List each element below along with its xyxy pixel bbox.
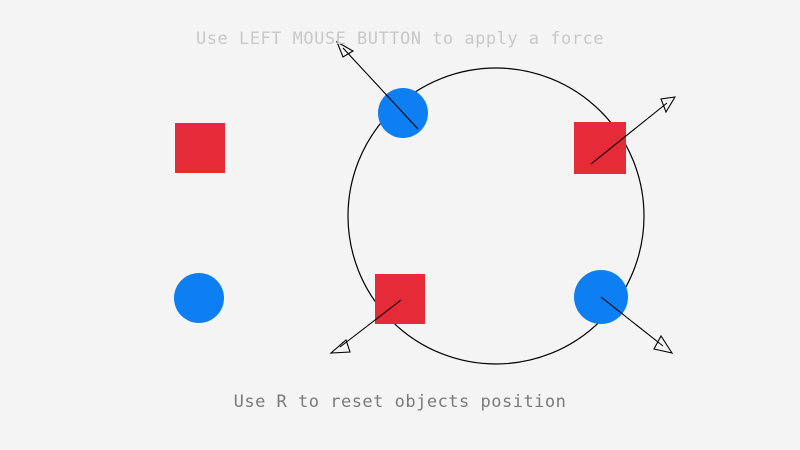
constraint-ring (347, 67, 645, 365)
force-arrow-square-right (590, 96, 677, 165)
square-ring-right[interactable] (574, 122, 626, 174)
hint-text-reset: Use R to reset objects position (233, 392, 567, 412)
circle-free-bottom-left[interactable] (174, 273, 224, 323)
force-arrow-circle-bottom-right (600, 296, 674, 354)
force-arrow-square-bottom (329, 299, 402, 354)
square-free-top-left[interactable] (175, 123, 225, 173)
square-ring-bottom[interactable] (375, 274, 425, 324)
force-arrow-circle-top (335, 40, 419, 130)
hint-text-apply-force: Use LEFT MOUSE BUTTON to apply a force (196, 29, 604, 49)
